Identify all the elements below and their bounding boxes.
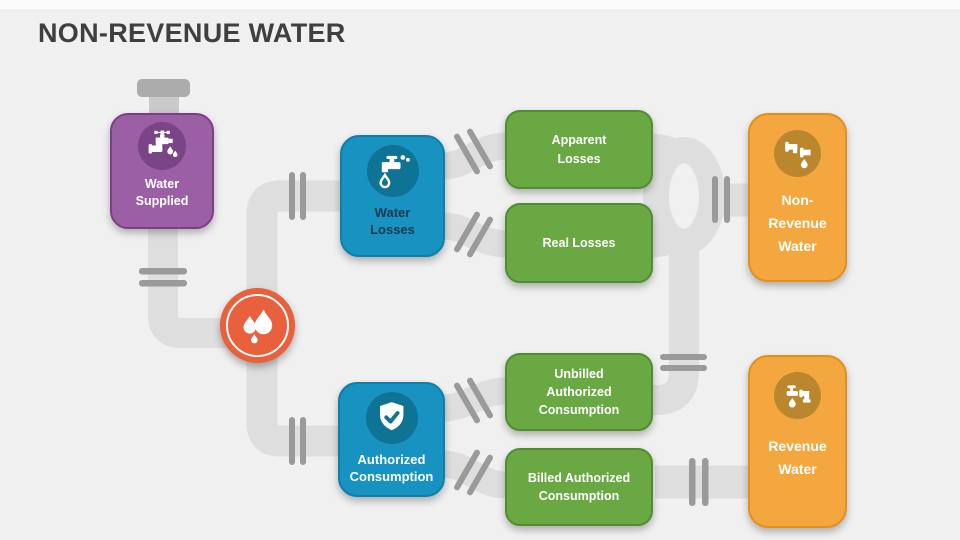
pipe-authorized-to-unbilled [442, 377, 508, 422]
revenue-water-label: Revenue Water [768, 438, 827, 478]
real-losses-label: Real Losses [542, 235, 616, 250]
apparent-losses-box: Apparent Losses [505, 110, 653, 189]
revenue-water-box: Revenue Water [748, 355, 847, 528]
pipe-losses-to-real [442, 212, 508, 258]
non-revenue-water-icon-circle [774, 130, 821, 177]
authorized-consumption-label: Authorized Consumption [349, 452, 434, 485]
water-supplied-box: Water Supplied [110, 113, 214, 229]
slide-top-edge [0, 0, 960, 9]
pipe-authorized-to-billed [441, 450, 508, 499]
water-losses-box: Water Losses [340, 135, 445, 257]
pipe-junction-to-authorized [246, 328, 342, 457]
water-junction-badge [220, 288, 295, 363]
pipe-supplied-to-junction [148, 225, 240, 348]
water-losses-icon-circle [366, 145, 419, 197]
broken-pipe-drop-icon [784, 141, 811, 168]
joint-authorized-left [289, 417, 306, 465]
tap-drop-icon [786, 384, 811, 408]
joint-collector-down [660, 354, 707, 371]
pipe-unbilled-to-loop [650, 235, 699, 415]
non-revenue-water-label: Non- Revenue Water [768, 192, 827, 255]
real-losses-box: Real Losses [505, 203, 653, 283]
billed-authorized-consumption-box: Billed Authorized Consumption [505, 448, 653, 526]
joint-billed-branch [454, 449, 493, 496]
shield-check-icon [379, 402, 404, 431]
slide-title: NON-REVENUE WATER [38, 18, 346, 48]
revenue-water-icon-circle [774, 372, 821, 419]
pipe-junction-to-water-losses [246, 180, 342, 322]
joint-apparent-branch [454, 128, 493, 175]
faucet-pipe-icon [148, 130, 178, 157]
joint-supplied [139, 268, 187, 287]
unbilled-authorized-consumption-label: Unbilled Authorized Consumption [538, 366, 620, 418]
joint-unbilled-branch [454, 377, 493, 424]
leaking-tap-icon [379, 155, 410, 189]
authorized-consumption-box: Authorized Consumption [338, 382, 445, 497]
joint-nrw-inlet [712, 176, 730, 223]
inlet-pipe [137, 79, 190, 116]
non-revenue-water-box: Non- Revenue Water [748, 113, 847, 282]
water-supplied-icon-circle [138, 122, 186, 170]
apparent-losses-label: Apparent Losses [551, 133, 607, 166]
joint-real-branch [454, 211, 493, 258]
pipe-losses-to-apparent [441, 132, 508, 180]
joint-revenue-inlet [689, 458, 709, 506]
water-drops-icon [243, 309, 272, 343]
billed-authorized-consumption-label: Billed Authorized Consumption [527, 470, 631, 503]
water-losses-label: Water Losses [370, 205, 415, 238]
joint-water-losses-left [289, 172, 306, 220]
authorized-consumption-icon-circle [365, 392, 418, 444]
water-supplied-label: Water Supplied [135, 177, 189, 208]
unbilled-authorized-consumption-box: Unbilled Authorized Consumption [505, 353, 653, 431]
pipe-apparent-to-loop [649, 133, 694, 170]
